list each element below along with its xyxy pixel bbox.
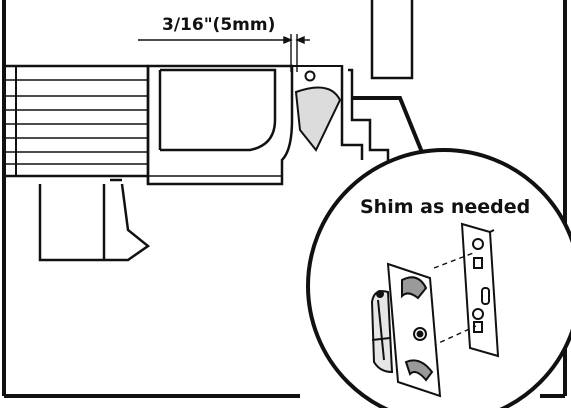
lower-bracket bbox=[38, 178, 151, 262]
hinge-detail bbox=[292, 65, 342, 152]
callout-label: Shim as needed bbox=[360, 196, 530, 218]
alignment-lines bbox=[431, 251, 477, 347]
door-frame bbox=[340, 0, 414, 165]
shim-bracket bbox=[370, 262, 442, 398]
mounting-plate bbox=[460, 222, 500, 358]
callout-circle bbox=[306, 148, 571, 413]
door-profile bbox=[146, 64, 294, 186]
callout-leader bbox=[352, 96, 432, 173]
dimension-label: 3/16"(5mm) bbox=[162, 15, 275, 35]
cabinet-body bbox=[4, 64, 148, 178]
